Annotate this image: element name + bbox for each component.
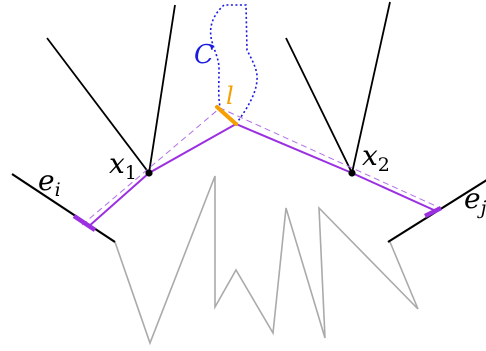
segment-l bbox=[215, 105, 238, 126]
polygon-boundary bbox=[114, 175, 419, 346]
label-C: C bbox=[194, 40, 214, 70]
edge-e-i-highlight bbox=[72, 214, 97, 232]
label-x2: x2 bbox=[362, 139, 390, 176]
label-x1: x1 bbox=[109, 147, 137, 184]
label-l: l bbox=[226, 82, 234, 110]
edge-e-j-highlight bbox=[423, 205, 443, 219]
point-x2 bbox=[348, 169, 356, 177]
point-x1 bbox=[145, 169, 153, 177]
label-e-i: ei bbox=[38, 164, 61, 201]
label-e-j: ej bbox=[464, 182, 486, 219]
edge-e-i bbox=[11, 173, 116, 243]
